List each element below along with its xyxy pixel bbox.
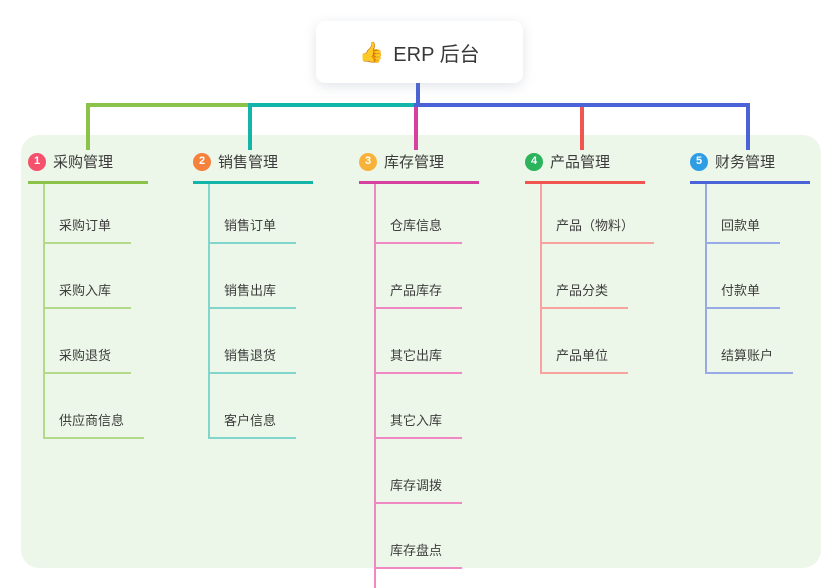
child-node[interactable]: 库存调拨 xyxy=(376,439,463,504)
branch-node-2[interactable]: 2 销售管理 xyxy=(193,148,313,184)
child-node[interactable]: 销售出库 xyxy=(210,244,297,309)
child-node[interactable]: 采购退货 xyxy=(45,309,132,374)
branch-drop-line xyxy=(414,107,418,150)
branch-drop-line xyxy=(580,107,584,150)
branch-label: 产品管理 xyxy=(550,154,611,171)
branch-number-badge: 3 xyxy=(359,152,377,171)
branch-number-badge: 4 xyxy=(525,152,543,171)
child-node[interactable]: 销售订单 xyxy=(210,184,297,244)
child-node-list: 销售订单销售出库销售退货客户信息 xyxy=(208,184,313,439)
branch-drop-line xyxy=(248,107,252,150)
child-node[interactable]: 仓库信息 xyxy=(376,184,463,244)
branch-drop-line xyxy=(86,107,90,150)
child-node[interactable]: 其它入库 xyxy=(376,374,463,439)
thumbs-up-icon: 👍 xyxy=(359,41,385,64)
trunk-segment-green xyxy=(86,103,248,107)
child-node[interactable]: 产品单位 xyxy=(542,309,629,374)
branch-label: 库存管理 xyxy=(384,154,445,171)
branch-node-3[interactable]: 3 库存管理 xyxy=(359,148,479,184)
branch-number-badge: 2 xyxy=(193,152,211,171)
branch-number-badge: 1 xyxy=(28,152,46,171)
mindmap-background-panel xyxy=(21,135,821,568)
child-node[interactable]: 出库库明细 xyxy=(376,569,475,588)
branch-column-1: 1 采购管理采购订单采购入库采购退货供应商信息 xyxy=(28,148,148,439)
branch-node-1[interactable]: 1 采购管理 xyxy=(28,148,148,184)
child-node[interactable]: 库存盘点 xyxy=(376,504,463,569)
child-node[interactable]: 其它出库 xyxy=(376,309,463,374)
root-node-erp[interactable]: 👍 ERP 后台 xyxy=(316,21,523,83)
trunk-segment-teal xyxy=(248,103,414,107)
branch-label: 财务管理 xyxy=(715,154,776,171)
child-node[interactable]: 客户信息 xyxy=(210,374,297,439)
branch-column-3: 3 库存管理仓库信息产品库存其它出库其它入库库存调拨库存盘点出库库明细 xyxy=(359,148,479,588)
child-node[interactable]: 回款单 xyxy=(707,184,781,244)
child-node-list: 产品（物料）产品分类产品单位 xyxy=(540,184,655,374)
branch-column-5: 5 财务管理回款单付款单结算账户 xyxy=(690,148,810,374)
branch-column-2: 2 销售管理销售订单销售出库销售退货客户信息 xyxy=(193,148,313,439)
child-node[interactable]: 销售退货 xyxy=(210,309,297,374)
root-node-label: ERP 后台 xyxy=(393,43,480,66)
child-node[interactable]: 产品分类 xyxy=(542,244,629,309)
child-node[interactable]: 付款单 xyxy=(707,244,781,309)
child-node[interactable]: 采购入库 xyxy=(45,244,132,309)
root-stem-line xyxy=(416,82,420,107)
branch-number-badge: 5 xyxy=(690,152,708,171)
child-node[interactable]: 供应商信息 xyxy=(45,374,145,439)
branch-node-5[interactable]: 5 财务管理 xyxy=(690,148,810,184)
branch-label: 销售管理 xyxy=(218,154,279,171)
branch-drop-line xyxy=(746,107,750,150)
branch-column-4: 4 产品管理产品（物料）产品分类产品单位 xyxy=(525,148,655,374)
child-node-list: 回款单付款单结算账户 xyxy=(705,184,810,374)
child-node[interactable]: 产品（物料） xyxy=(542,184,655,244)
trunk-segment-blue xyxy=(414,103,750,107)
child-node-list: 采购订单采购入库采购退货供应商信息 xyxy=(43,184,148,439)
child-node-list: 仓库信息产品库存其它出库其它入库库存调拨库存盘点出库库明细 xyxy=(374,184,479,588)
child-node[interactable]: 采购订单 xyxy=(45,184,132,244)
branch-label: 采购管理 xyxy=(53,154,114,171)
child-node[interactable]: 产品库存 xyxy=(376,244,463,309)
branch-node-4[interactable]: 4 产品管理 xyxy=(525,148,645,184)
child-node[interactable]: 结算账户 xyxy=(707,309,794,374)
